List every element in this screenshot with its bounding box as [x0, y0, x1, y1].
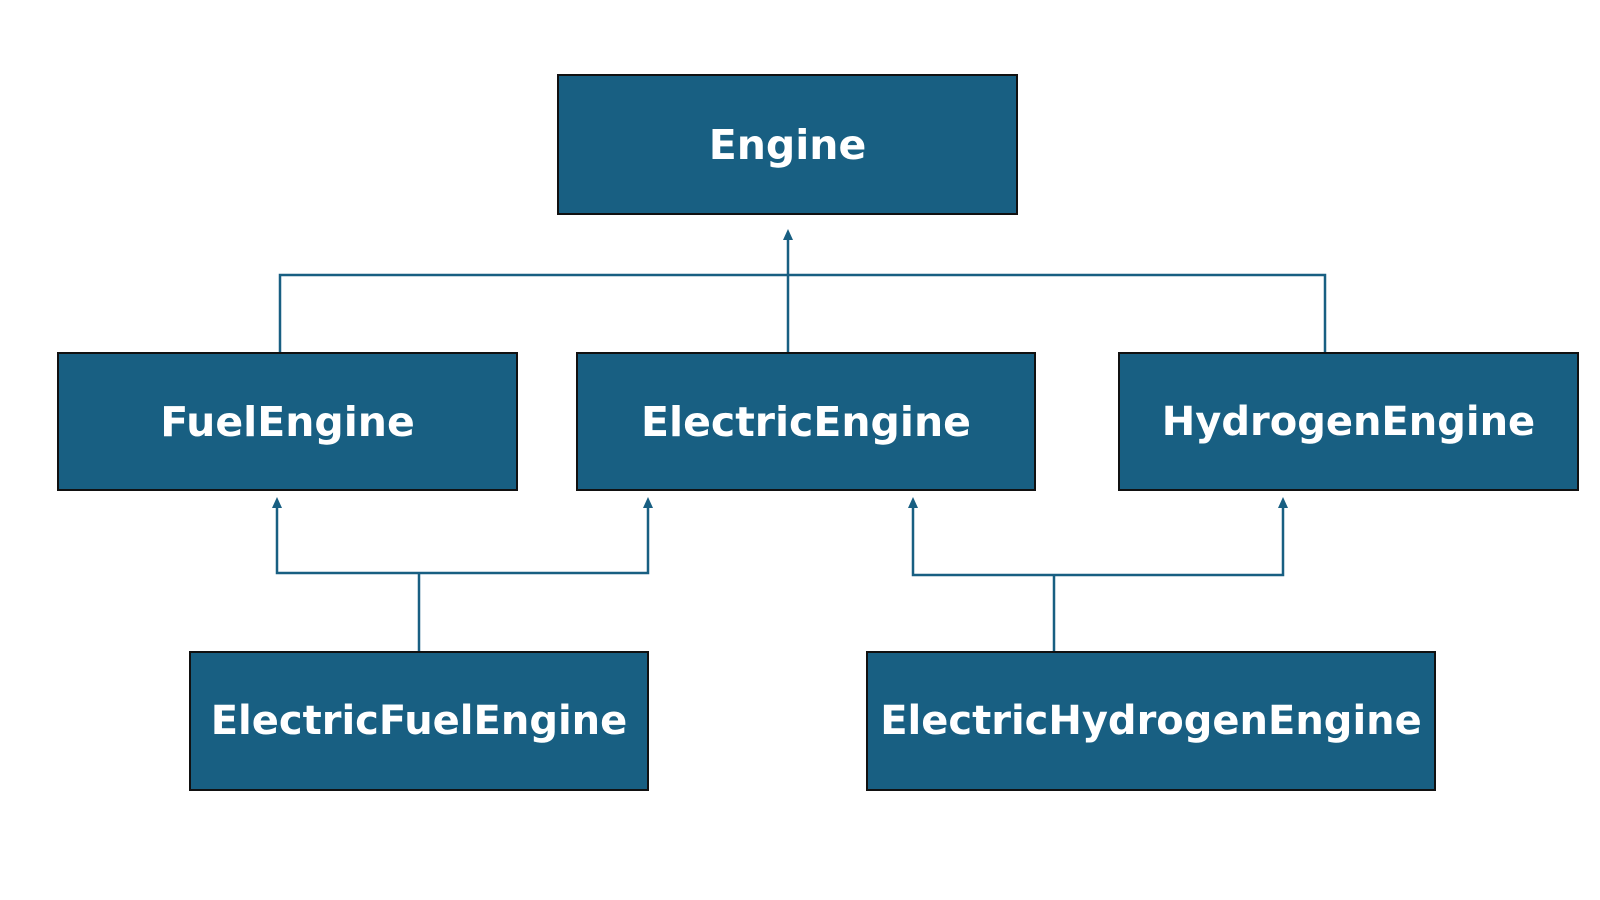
node-engine-label: Engine: [708, 120, 867, 169]
node-electric-engine: ElectricEngine: [576, 352, 1036, 491]
node-fuel-engine: FuelEngine: [57, 352, 518, 491]
node-hydrogen-engine-label: HydrogenEngine: [1161, 398, 1536, 445]
connector-fuel-hydrogen-bus: [278, 273, 1327, 352]
node-hydrogen-engine: HydrogenEngine: [1118, 352, 1579, 491]
node-electric-hydrogen-engine-label: ElectricHydrogenEngine: [880, 698, 1422, 744]
node-electric-fuel-engine-label: ElectricFuelEngine: [210, 698, 628, 744]
connector-electric-fuel-bus: [275, 504, 650, 575]
node-electric-engine-label: ElectricEngine: [641, 397, 971, 446]
node-electric-hydrogen-engine: ElectricHydrogenEngine: [866, 651, 1436, 791]
arrowhead-electric-engine-right: [908, 497, 918, 508]
arrowhead-engine: [783, 229, 793, 240]
arrowhead-hydrogen-engine: [1278, 497, 1288, 508]
arrowhead-fuel-engine: [272, 497, 282, 508]
arrowhead-electric-engine-left: [643, 497, 653, 508]
node-fuel-engine-label: FuelEngine: [160, 397, 415, 446]
connector-electric-hydrogen-bus: [911, 504, 1285, 577]
node-electric-fuel-engine: ElectricFuelEngine: [189, 651, 649, 791]
node-engine: Engine: [557, 74, 1018, 215]
